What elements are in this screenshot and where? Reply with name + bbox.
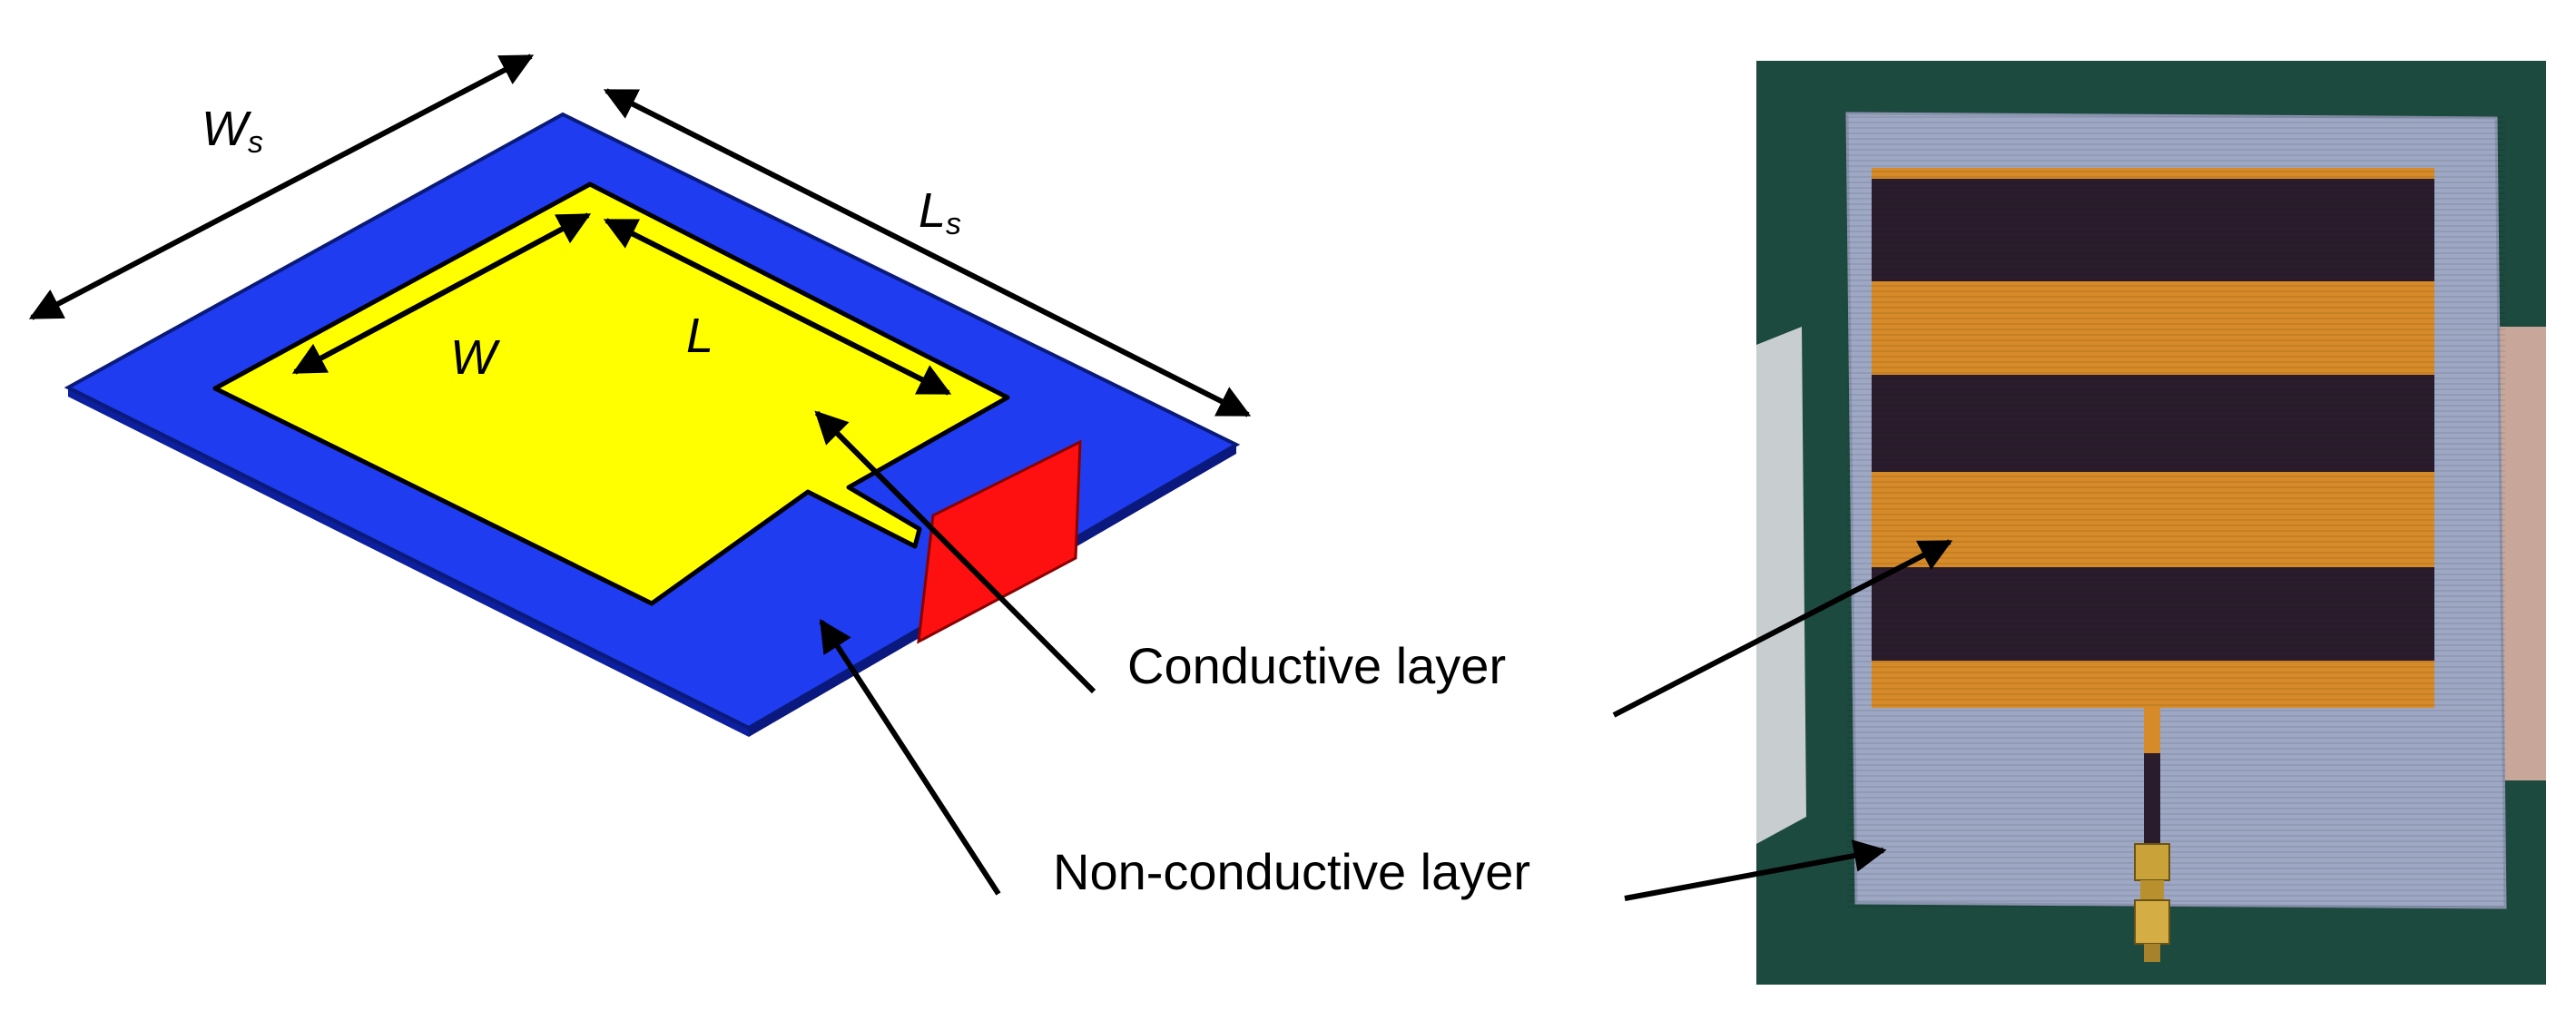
- ls-label: Ls: [919, 183, 961, 241]
- l-label: L: [686, 309, 713, 363]
- conductive-arrow-left: [814, 410, 1096, 694]
- callouts: Conductive layer Non-conductive layer: [814, 410, 1953, 901]
- non-conductive-arrow-right: [1624, 839, 1887, 901]
- w-dimension-arrow: [291, 212, 592, 375]
- substrate-edge-left: [68, 387, 749, 737]
- antenna-3d-model: Ws Ls W L: [28, 54, 1252, 737]
- ws-label: Ws: [202, 102, 263, 160]
- l-dimension-arrow: [603, 218, 952, 396]
- sma-connector: [2134, 843, 2170, 962]
- non-conductive-arrow-left: [819, 618, 1001, 896]
- non-conductive-layer-label: Non-conductive layer: [1053, 843, 1530, 900]
- photo-left-shadow: [1756, 327, 1806, 844]
- fabric-conductive-patch: [1872, 168, 2434, 708]
- ws-dimension-arrow: [28, 54, 535, 320]
- feed-port: [917, 439, 1082, 644]
- conductive-arrow-right: [1612, 539, 1953, 718]
- conductive-layer-label: Conductive layer: [1127, 637, 1506, 694]
- w-label: W: [450, 330, 501, 385]
- fabric-feedline: [2144, 753, 2160, 844]
- fabric-feedline-top: [2144, 708, 2160, 753]
- antenna-photo: [1756, 61, 2546, 985]
